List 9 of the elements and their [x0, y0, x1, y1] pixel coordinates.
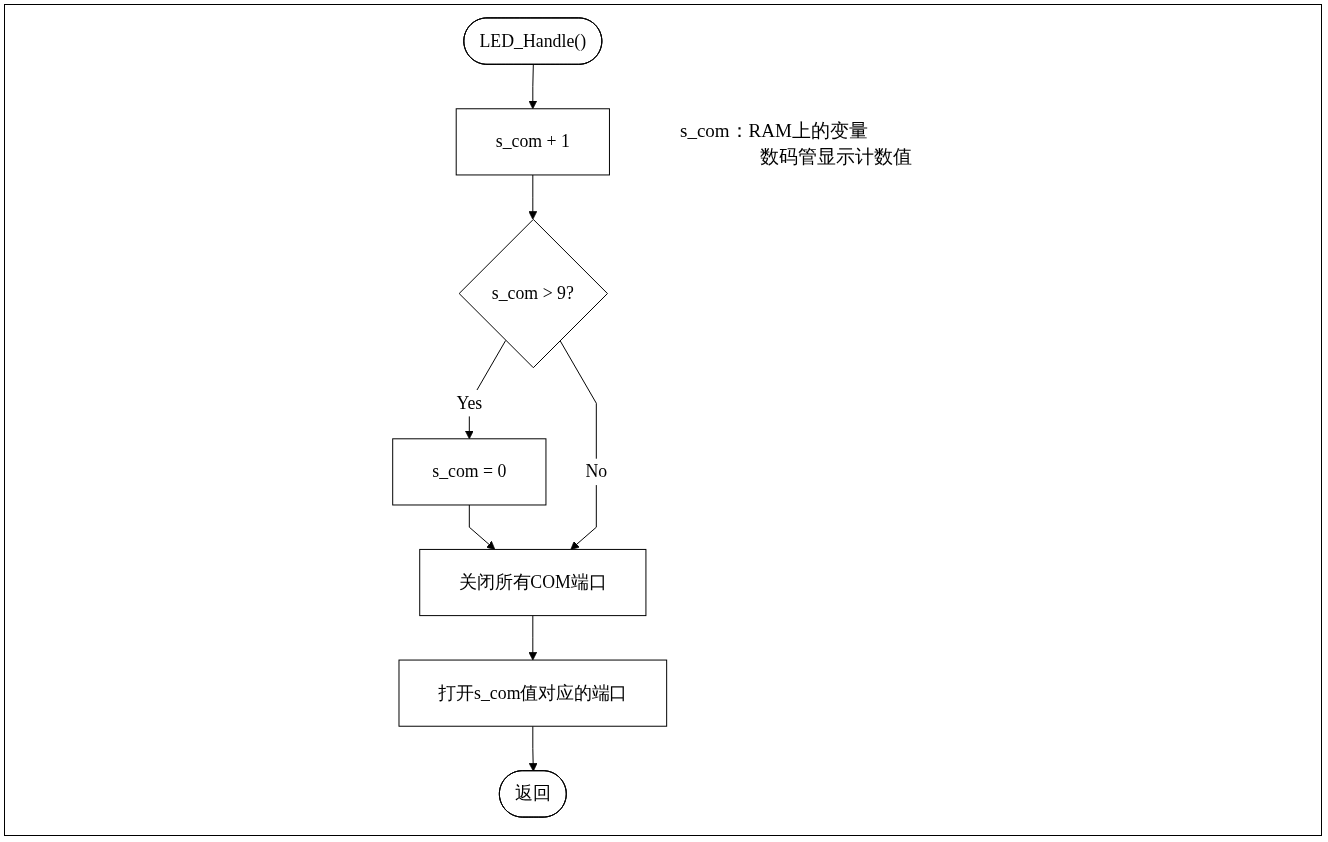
node-box: 打开s_com值对应的端口 [398, 659, 668, 727]
node-box: s_com = 0 [392, 438, 547, 506]
note-text: s_com：RAM上的变量 [680, 119, 869, 143]
edge-label: No [585, 461, 608, 482]
note-text: 数码管显示计数值 [758, 145, 912, 169]
node-box: s_com + 1 [456, 108, 611, 176]
edge-label: Yes [456, 392, 483, 413]
node-diamond: s_com > 9? [459, 218, 609, 369]
node-box: 关闭所有COM端口 [419, 548, 647, 617]
